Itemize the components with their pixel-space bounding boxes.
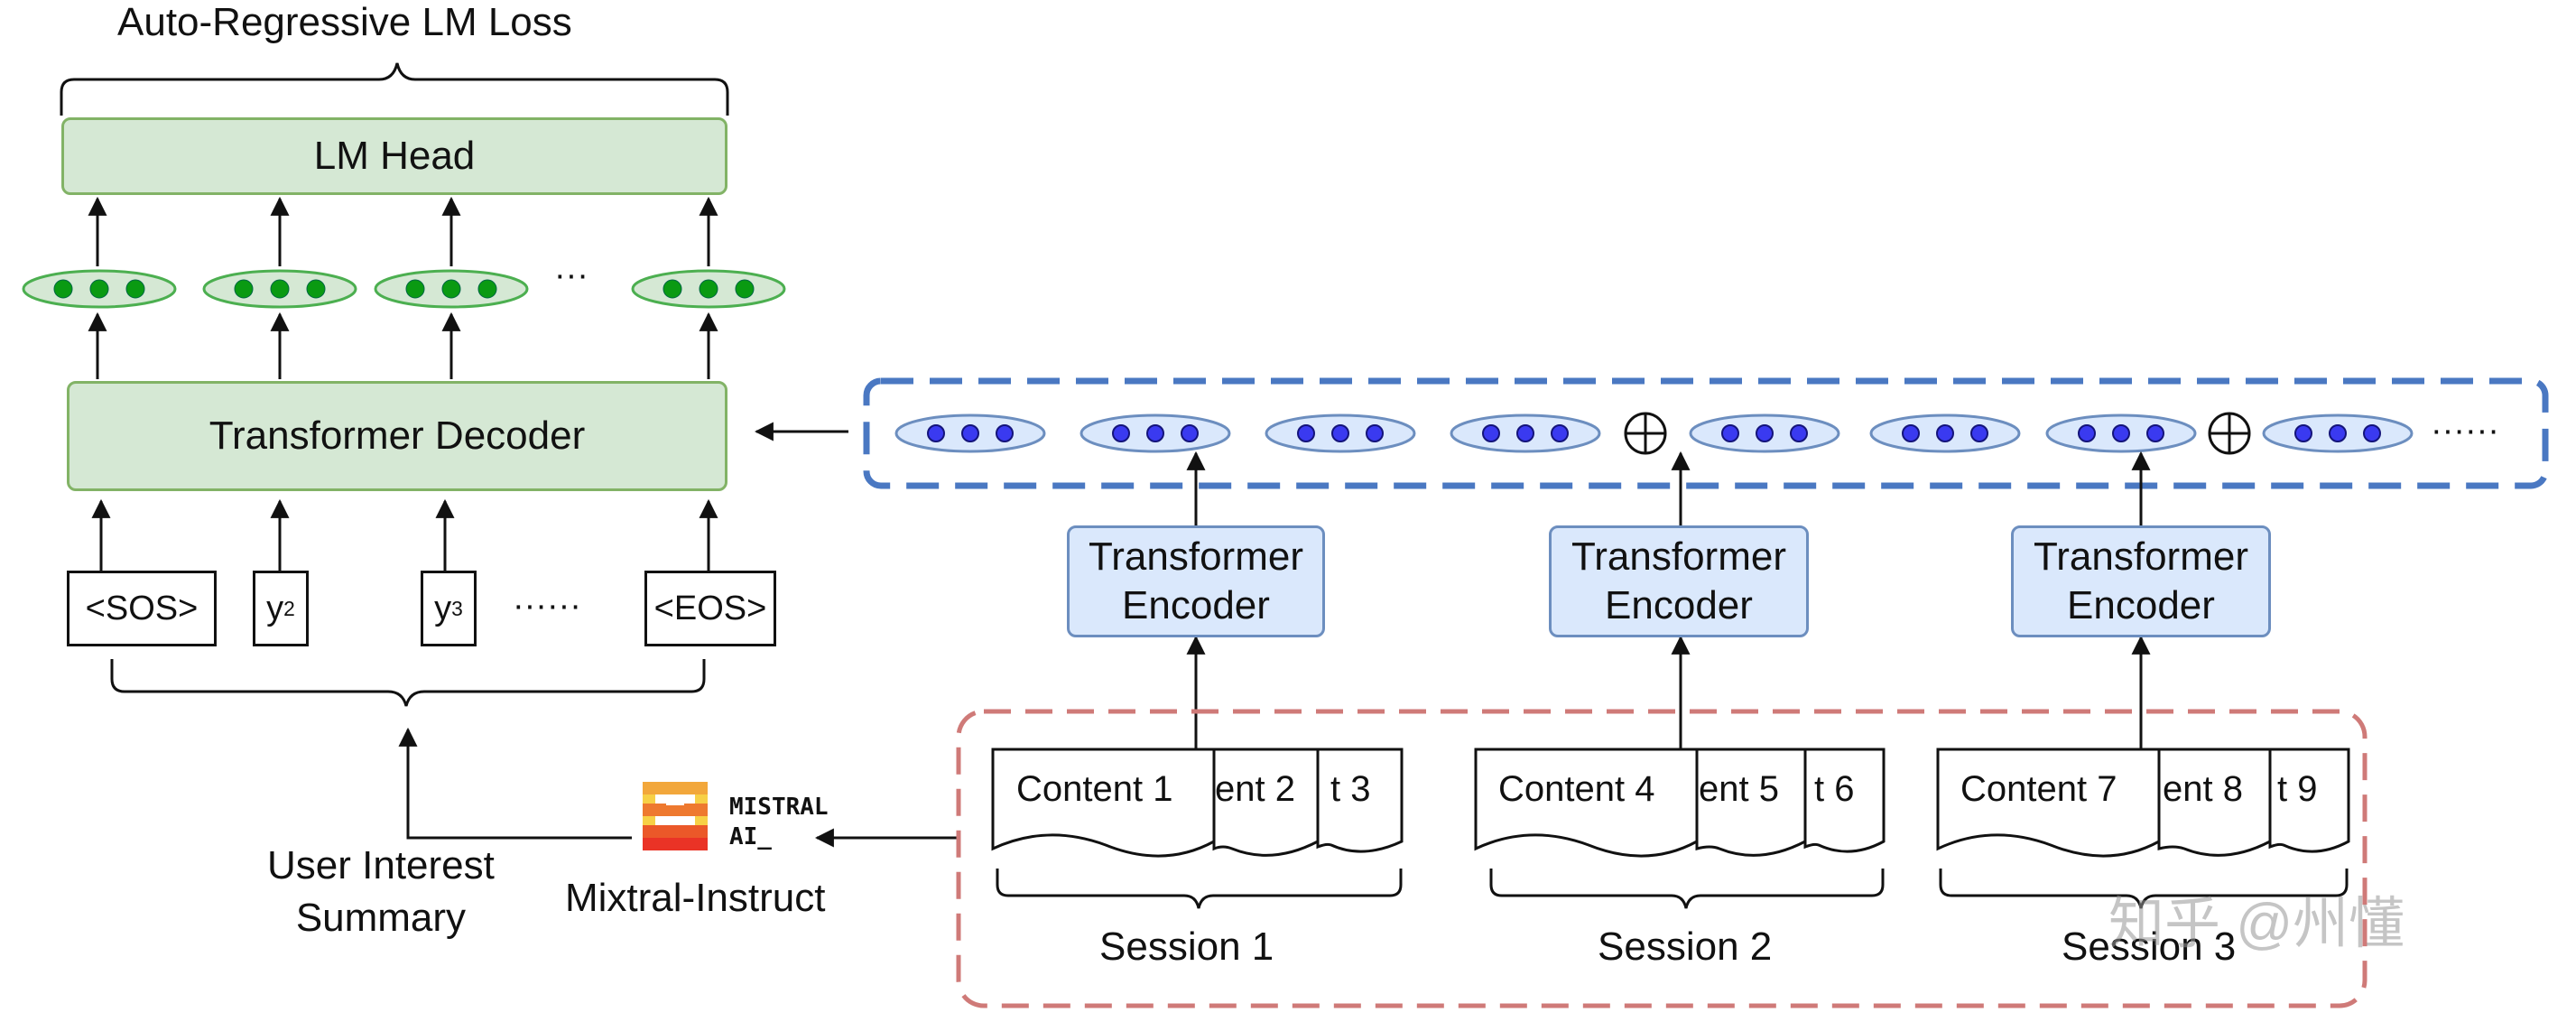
mistral-logo-icon	[643, 782, 708, 850]
concat-icon-1	[1624, 412, 1667, 455]
encoder-3-line1: Transformer	[2034, 534, 2248, 580]
token-y3-base: y	[434, 589, 452, 627]
transformer-encoder-1: Transformer Encoder	[1067, 525, 1325, 637]
hidden-state-n	[631, 269, 786, 309]
mistral-logo-line1: MISTRAL	[729, 794, 829, 821]
summary-arrows	[398, 422, 957, 848]
hidden-state-2	[202, 269, 357, 309]
mistral-logo-line2: AI_	[729, 822, 772, 850]
session-1-content-b: ent 2	[1215, 769, 1295, 809]
session-braces	[996, 869, 2349, 909]
encoder-1-line1: Transformer	[1089, 534, 1303, 580]
token-ellipsis: ······	[513, 587, 581, 625]
encoder-2-line1: Transformer	[1571, 534, 1786, 580]
decoder-hidden-states	[22, 269, 786, 309]
session-3-content-b: ent 8	[2163, 769, 2243, 809]
hidden-state-ellipsis: ···	[554, 256, 588, 294]
decoder-arrows	[88, 196, 718, 571]
hidden-state-1	[22, 269, 177, 309]
sessions-frame	[956, 709, 2368, 1008]
session-1-content-c: t 3	[1330, 769, 1371, 809]
user-interest-summary-label: User Interest Summary	[267, 840, 495, 944]
session-3-documents	[1936, 748, 2350, 858]
session-1-documents	[991, 748, 1404, 858]
session-3-label: Session 3	[2062, 924, 2237, 969]
session-1-content-a: Content 1	[1016, 769, 1173, 809]
concat-icon-2	[2208, 412, 2251, 455]
session-2-label: Session 2	[1598, 924, 1773, 969]
encoder-arrows	[1186, 451, 2151, 749]
hidden-state-3	[374, 269, 529, 309]
session-3-content-a: Content 7	[1960, 769, 2117, 809]
embedding-2	[1080, 413, 1231, 453]
encoder-1-line2: Encoder	[1122, 583, 1270, 627]
session-2-content-c: t 6	[1814, 769, 1855, 809]
session-2-documents	[1474, 748, 1886, 858]
mixtral-instruct-label: Mixtral-Instruct	[565, 876, 826, 920]
transformer-encoder-2: Transformer Encoder	[1549, 525, 1809, 637]
summary-label-line2: Summary	[295, 896, 467, 941]
token-sos: <SOS>	[67, 571, 217, 646]
session-3-content-c: t 9	[2277, 769, 2318, 809]
loss-label: Auto-Regressive LM Loss	[117, 0, 572, 44]
embedding-8	[2262, 413, 2414, 453]
embedding-6	[1869, 413, 2021, 453]
embedding-5	[1689, 413, 1840, 453]
session-embeddings	[894, 412, 2414, 455]
embedding-3	[1265, 413, 1416, 453]
embedding-ellipsis: ······	[2431, 412, 2499, 450]
session-2-content-a: Content 4	[1498, 769, 1655, 809]
token-brace	[110, 659, 706, 707]
token-y2-sub: 2	[283, 596, 295, 620]
transformer-encoder-3: Transformer Encoder	[2011, 525, 2271, 637]
session-2-content-b: ent 5	[1699, 769, 1779, 809]
token-y3-sub: 3	[451, 596, 463, 620]
token-eos: <EOS>	[644, 571, 776, 646]
watermark: 知乎 @州懂	[2108, 893, 2405, 955]
token-y2-base: y	[266, 589, 284, 627]
mistral-logo-text: MISTRAL AI_	[729, 793, 829, 851]
summary-label-line1: User Interest	[267, 843, 495, 887]
encoder-3-line2: Encoder	[2067, 583, 2215, 627]
embedding-7	[2045, 413, 2197, 453]
encoder-2-line2: Encoder	[1605, 583, 1753, 627]
embedding-4	[1450, 413, 1601, 453]
loss-brace	[60, 62, 729, 116]
lm-head-block: LM Head	[61, 117, 727, 195]
embedding-sequence-frame	[863, 377, 2549, 489]
transformer-decoder-block: Transformer Decoder	[67, 381, 727, 491]
embedding-1	[894, 413, 1046, 453]
session-1-label: Session 1	[1099, 924, 1274, 969]
